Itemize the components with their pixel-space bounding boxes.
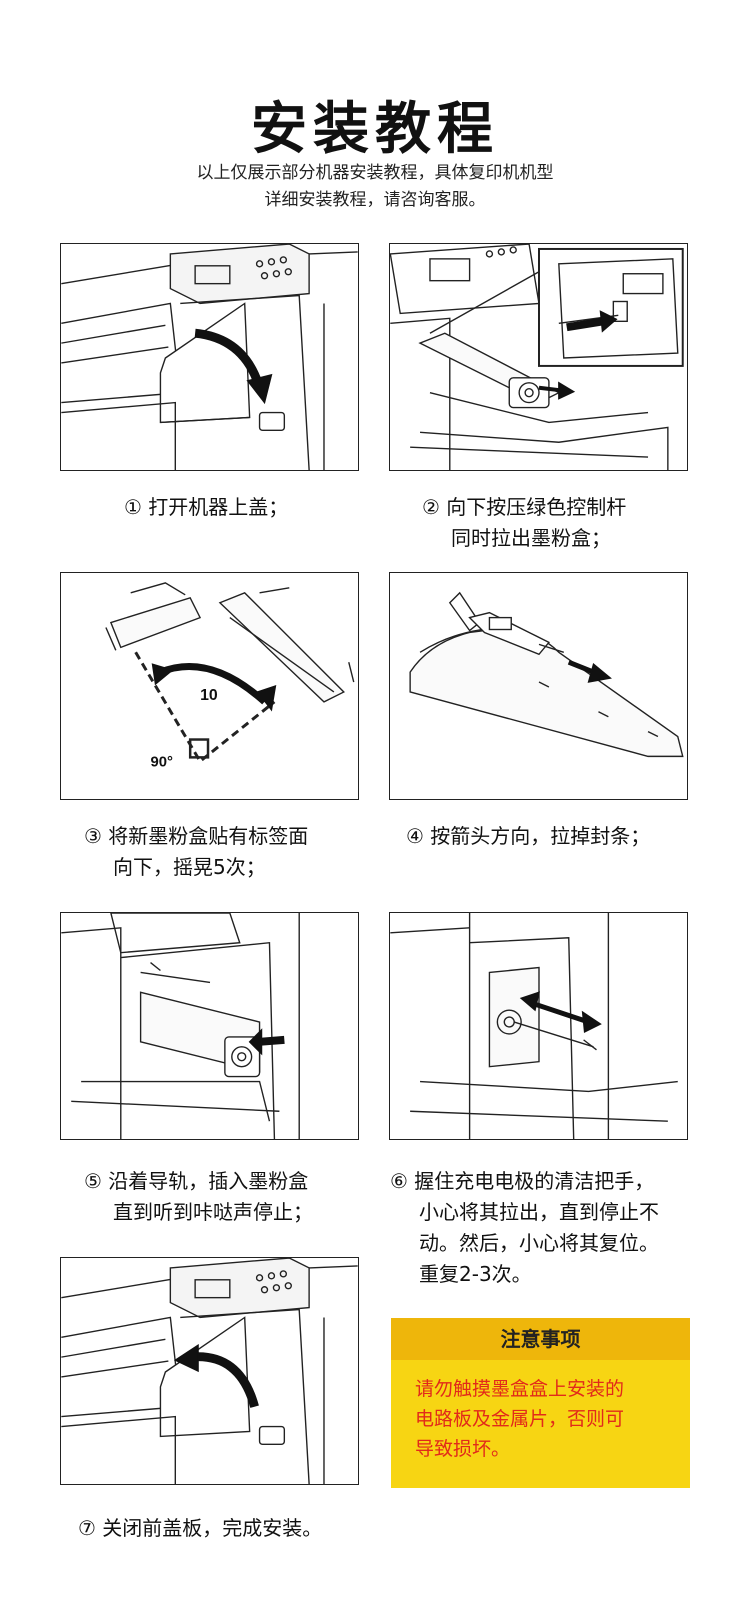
step-2-caption: ② 向下按压绿色控制杆 同时拉出墨粉盒； bbox=[422, 492, 626, 554]
step-caption-line: ④ 按箭头方向，拉掉封条； bbox=[406, 824, 651, 848]
step-caption-line: ⑦ 关闭前盖板，完成安装。 bbox=[78, 1516, 323, 1540]
page-subtitle: 以上仅展示部分机器安装教程，具体复印机机型 详细安装教程，请咨询客服。 bbox=[0, 160, 750, 214]
notice-box: 注意事项 请勿触摸墨盒盒上安装的 电路板及金属片，否则可 导致损坏。 bbox=[391, 1318, 690, 1488]
step-caption-line: 向下，摇晃5次； bbox=[113, 855, 266, 879]
step-3-caption: ③ 将新墨粉盒贴有标签面 向下，摇晃5次； bbox=[84, 821, 308, 883]
step-6-caption: ⑥ 握住充电电极的清洁把手， 小心将其拉出，直到停止不 动。然后，小心将其复位。… bbox=[390, 1166, 659, 1290]
step-3-illustration: 10 90° bbox=[60, 572, 359, 800]
rotation-count-label: 10 bbox=[200, 687, 218, 704]
step-6-illustration bbox=[389, 912, 688, 1140]
step-1-caption: ① 打开机器上盖； bbox=[124, 492, 288, 523]
step-caption-line: ⑥ 握住充电电极的清洁把手， bbox=[390, 1169, 655, 1193]
subtitle-line: 详细安装教程，请咨询客服。 bbox=[264, 190, 486, 210]
notice-line: 电路板及金属片，否则可 bbox=[415, 1408, 625, 1430]
step-4-caption: ④ 按箭头方向，拉掉封条； bbox=[406, 821, 650, 852]
step-5-caption: ⑤ 沿着导轨，插入墨粉盒 直到听到咔哒声停止； bbox=[84, 1166, 313, 1228]
step-7-caption: ⑦ 关闭前盖板，完成安装。 bbox=[78, 1513, 322, 1544]
notice-heading: 注意事项 bbox=[391, 1318, 690, 1360]
step-5-illustration bbox=[60, 912, 359, 1140]
step-caption-line: 重复2-3次。 bbox=[419, 1262, 532, 1286]
notice-line: 请勿触摸墨盒盒上安装的 bbox=[415, 1378, 625, 1400]
step-caption-line: ② 向下按压绿色控制杆 bbox=[422, 495, 627, 519]
subtitle-line: 以上仅展示部分机器安装教程，具体复印机机型 bbox=[196, 163, 554, 183]
step-caption-line: 动。然后，小心将其复位。 bbox=[419, 1231, 659, 1255]
notice-body: 请勿触摸墨盒盒上安装的 电路板及金属片，否则可 导致损坏。 bbox=[391, 1360, 690, 1464]
step-2-illustration bbox=[389, 243, 688, 471]
step-7-illustration bbox=[60, 1257, 359, 1485]
angle-label: 90° bbox=[151, 754, 174, 770]
notice-line: 导致损坏。 bbox=[415, 1438, 511, 1460]
page-title: 安装教程 bbox=[251, 97, 499, 162]
step-caption-line: 同时拉出墨粉盒； bbox=[451, 526, 611, 550]
step-caption-line: 小心将其拉出，直到停止不 bbox=[419, 1200, 659, 1224]
step-4-illustration bbox=[389, 572, 688, 800]
step-caption-line: 直到听到咔哒声停止； bbox=[113, 1200, 313, 1224]
step-caption-line: ⑤ 沿着导轨，插入墨粉盒 bbox=[84, 1169, 309, 1193]
step-caption-line: ③ 将新墨粉盒贴有标签面 bbox=[84, 824, 309, 848]
step-caption-line: ① 打开机器上盖； bbox=[124, 495, 289, 519]
step-1-illustration bbox=[60, 243, 359, 471]
